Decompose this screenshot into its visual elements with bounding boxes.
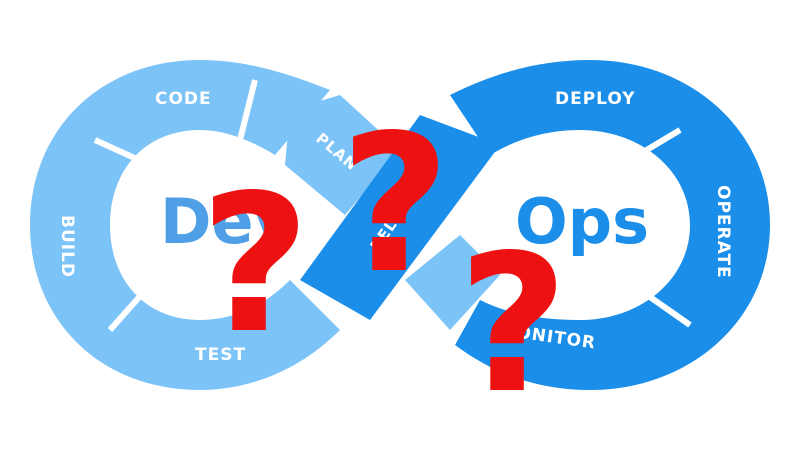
question-mark-left: ?	[200, 154, 310, 375]
ops-word: Ops	[515, 185, 649, 258]
plan-segment	[285, 95, 400, 215]
stage-deploy-label: DEPLOY	[555, 89, 636, 109]
stage-build-label: BUILD	[57, 215, 77, 278]
separator	[628, 127, 682, 163]
ops-loop	[450, 60, 770, 390]
stage-code-label: CODE	[155, 89, 212, 109]
question-mark-right: ?	[458, 214, 568, 435]
separator	[107, 283, 153, 332]
question-mark-center: ?	[340, 94, 450, 315]
separator	[93, 137, 152, 168]
monitor-arrow-segment	[405, 235, 500, 330]
ops-ring	[450, 60, 770, 390]
dev-loop	[30, 60, 340, 390]
release-segment	[300, 115, 500, 320]
separator	[638, 287, 692, 328]
stage-test-label: TEST	[195, 345, 246, 365]
separator	[237, 79, 258, 141]
dev-word: Dev	[160, 185, 294, 258]
stage-operate-label: OPERATE	[713, 185, 733, 279]
